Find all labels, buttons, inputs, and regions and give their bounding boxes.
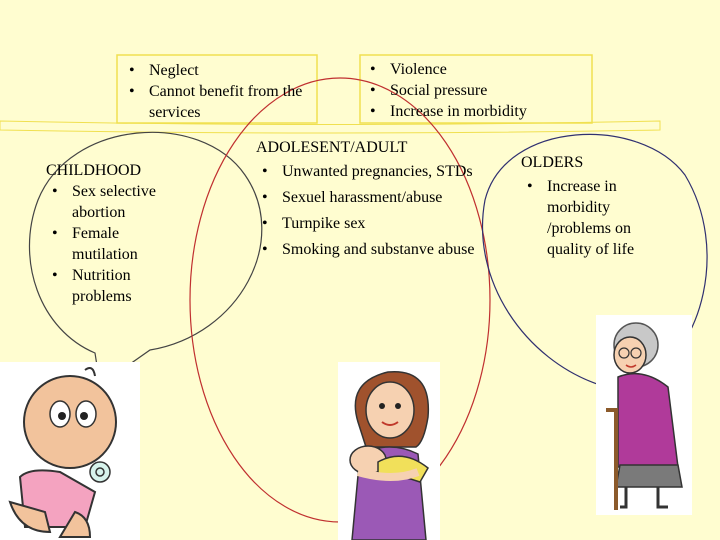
childhood-block: CHILDHOOD Sex selective abortion Female …	[46, 160, 186, 307]
adult-item: Smoking and substanve abuse	[256, 239, 476, 261]
olders-item: Increase in morbidity /problems on quali…	[521, 176, 656, 260]
childhood-item: Nutrition problems	[46, 265, 186, 307]
adult-item: Sexuel harassment/abuse	[256, 187, 476, 209]
mother-holding-baby-figure	[338, 362, 440, 540]
olders-heading: OLDERS	[521, 152, 656, 173]
olders-block: OLDERS Increase in morbidity /problems o…	[521, 152, 656, 260]
underline-bar	[0, 121, 660, 133]
childhood-heading: CHILDHOOD	[46, 160, 186, 181]
top-left-item: Neglect	[123, 60, 313, 81]
childhood-item: Sex selective abortion	[46, 181, 186, 223]
top-right-item: Violence	[364, 59, 589, 80]
top-right-box: Violence Social pressure Increase in mor…	[364, 59, 589, 122]
top-right-item: Social pressure	[364, 80, 589, 101]
childhood-item: Female mutilation	[46, 223, 186, 265]
adult-item: Unwanted pregnancies, STDs	[256, 161, 476, 183]
baby-figure	[0, 362, 140, 540]
elderly-woman-figure	[596, 315, 692, 515]
adult-block: ADOLESENT/ADULT Unwanted pregnancies, ST…	[256, 137, 476, 261]
adult-heading: ADOLESENT/ADULT	[256, 137, 476, 159]
top-left-item: Cannot benefit from the services	[123, 81, 313, 123]
adult-item: Turnpike sex	[256, 213, 476, 235]
top-left-box: Neglect Cannot benefit from the services	[123, 60, 313, 123]
top-right-item: Increase in morbidity	[364, 101, 589, 122]
